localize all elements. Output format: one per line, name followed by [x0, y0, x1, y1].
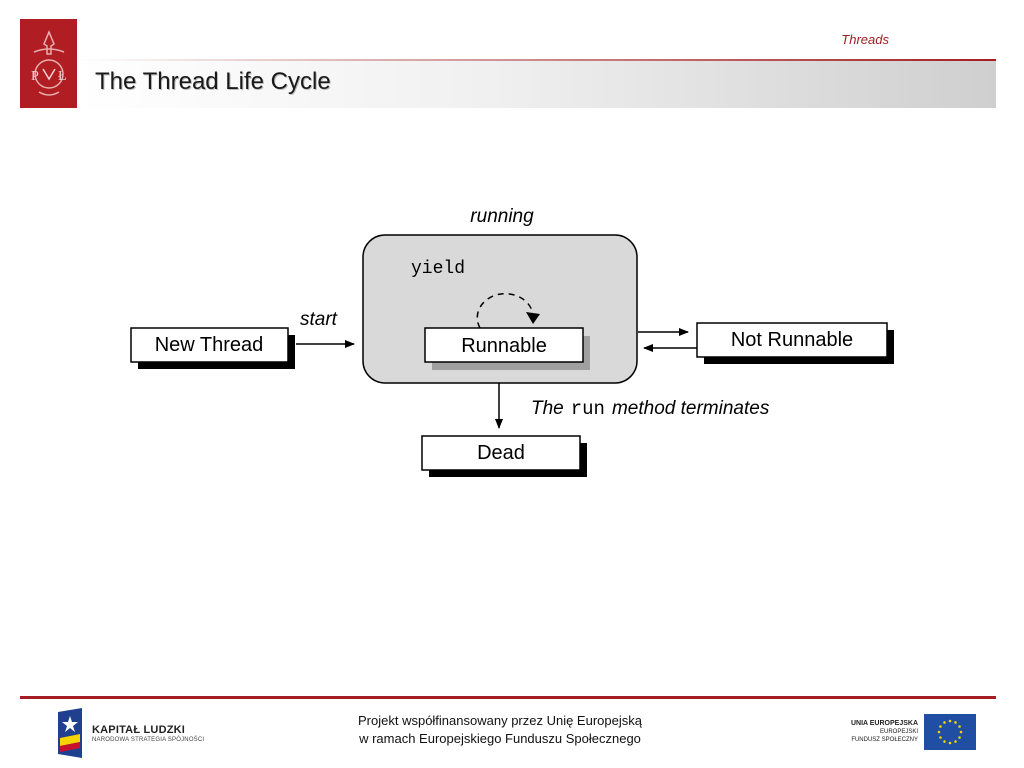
eu-logo: UNIA EUROPEJSKA EUROPEJSKI FUNDUSZ SPOŁE… [851, 714, 976, 750]
eu-star-icon [943, 721, 946, 724]
eu-flag-icon [924, 714, 976, 750]
not-runnable-box [696, 322, 888, 358]
eu-star-icon [958, 736, 961, 739]
eu-star-icon [939, 725, 942, 728]
eu-line-1: UNIA EUROPEJSKA [850, 720, 918, 727]
running-label: running [470, 206, 534, 227]
university-logo: P Ł [20, 19, 77, 108]
state-runnable: Runnable [424, 327, 590, 370]
yield-arrowhead-icon [526, 312, 540, 324]
eu-star-icon [948, 719, 952, 723]
eu-star-icon [948, 741, 952, 745]
eu-star-icon [939, 736, 942, 739]
eu-line-2: EUROPEJSKI [879, 729, 918, 735]
runnable-box [424, 327, 584, 363]
runnable-label: Runnable [461, 335, 547, 357]
yield-label: yield [411, 259, 465, 279]
eu-star-icon [958, 725, 961, 728]
new-thread-label: New Thread [155, 334, 264, 356]
svg-text:P: P [31, 69, 39, 84]
footer-funding-text: Projekt współfinansowany przez Unię Euro… [300, 712, 700, 748]
eu-text: UNIA EUROPEJSKA EUROPEJSKI FUNDUSZ SPOŁE… [851, 720, 918, 744]
terminate-suffix: method terminates [612, 398, 770, 419]
state-dead: Dead [421, 435, 587, 477]
footer-line-2: w ramach Europejskiego Funduszu Społeczn… [359, 731, 641, 746]
footer-divider [20, 696, 996, 699]
state-new-thread: New Thread [130, 327, 295, 369]
kapital-ludzki-subtitle: NARODOWA STRATEGIA SPÓJNOŚCI [92, 736, 205, 743]
eu-star-icon [954, 721, 957, 724]
not-runnable-label: Not Runnable [731, 329, 853, 351]
kapital-ludzki-logo: KAPITAŁ LUDZKI NARODOWA STRATEGIA SPÓJNO… [56, 708, 204, 758]
section-label: Threads [841, 32, 889, 47]
header-divider [77, 59, 996, 61]
eu-star-icon [943, 740, 946, 743]
dead-box [421, 435, 581, 471]
dead-label: Dead [477, 442, 525, 464]
terminate-code: run [571, 398, 605, 420]
title-band [77, 61, 996, 108]
terminate-prefix: The [531, 398, 564, 419]
university-emblem-icon: P Ł [31, 29, 67, 96]
new-thread-box [130, 327, 289, 363]
state-not-runnable: Not Runnable [696, 322, 894, 364]
kapital-ludzki-icon [58, 708, 82, 758]
start-label: start [300, 309, 338, 330]
eu-star-icon [937, 730, 941, 734]
footer-line-1: Projekt współfinansowany przez Unię Euro… [358, 713, 642, 728]
eu-line-3: FUNDUSZ SPOŁECZNY [851, 737, 918, 743]
kapital-ludzki-title: KAPITAŁ LUDZKI [92, 723, 186, 736]
page-title: The Thread Life Cycle [95, 68, 331, 95]
eu-star-icon [954, 740, 957, 743]
yield-loop-arrow [476, 292, 535, 329]
eu-star-icon [959, 730, 963, 734]
svg-text:Ł: Ł [58, 69, 67, 84]
